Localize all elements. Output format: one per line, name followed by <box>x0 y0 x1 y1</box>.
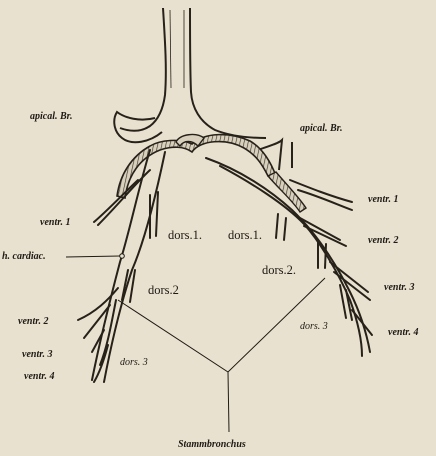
label-apical-right: apical. Br. <box>300 124 343 134</box>
cardiac-node <box>120 254 125 259</box>
label-ventr4-right: ventr. 4 <box>388 328 419 338</box>
left-apical-bronchus <box>114 112 162 142</box>
label-dors3-right: dors. 3 <box>300 322 328 332</box>
label-ventr1-right: ventr. 1 <box>368 195 399 205</box>
label-ventr2-right: ventr. 2 <box>368 236 399 246</box>
label-dors2-left: dors.2 <box>148 284 179 297</box>
label-ventr1-left: ventr. 1 <box>40 218 71 228</box>
label-cardiac: h. cardiac. <box>2 252 46 262</box>
leader-lines <box>66 256 325 432</box>
label-ventr2-left: ventr. 2 <box>18 317 49 327</box>
label-stammbronchus: Stammbronchus <box>178 440 246 450</box>
trachea <box>120 8 266 138</box>
label-dors1-right: dors.1. <box>228 229 262 242</box>
label-dors3-left: dors. 3 <box>120 358 148 368</box>
label-ventr3-left: ventr. 3 <box>22 350 53 360</box>
label-ventr3-right: ventr. 3 <box>384 283 415 293</box>
label-dors1-left: dors.1. <box>168 229 202 242</box>
label-dors2-right: dors.2. <box>262 264 296 277</box>
label-ventr4-left: ventr. 4 <box>24 372 55 382</box>
label-apical-left: apical. Br. <box>30 112 73 122</box>
